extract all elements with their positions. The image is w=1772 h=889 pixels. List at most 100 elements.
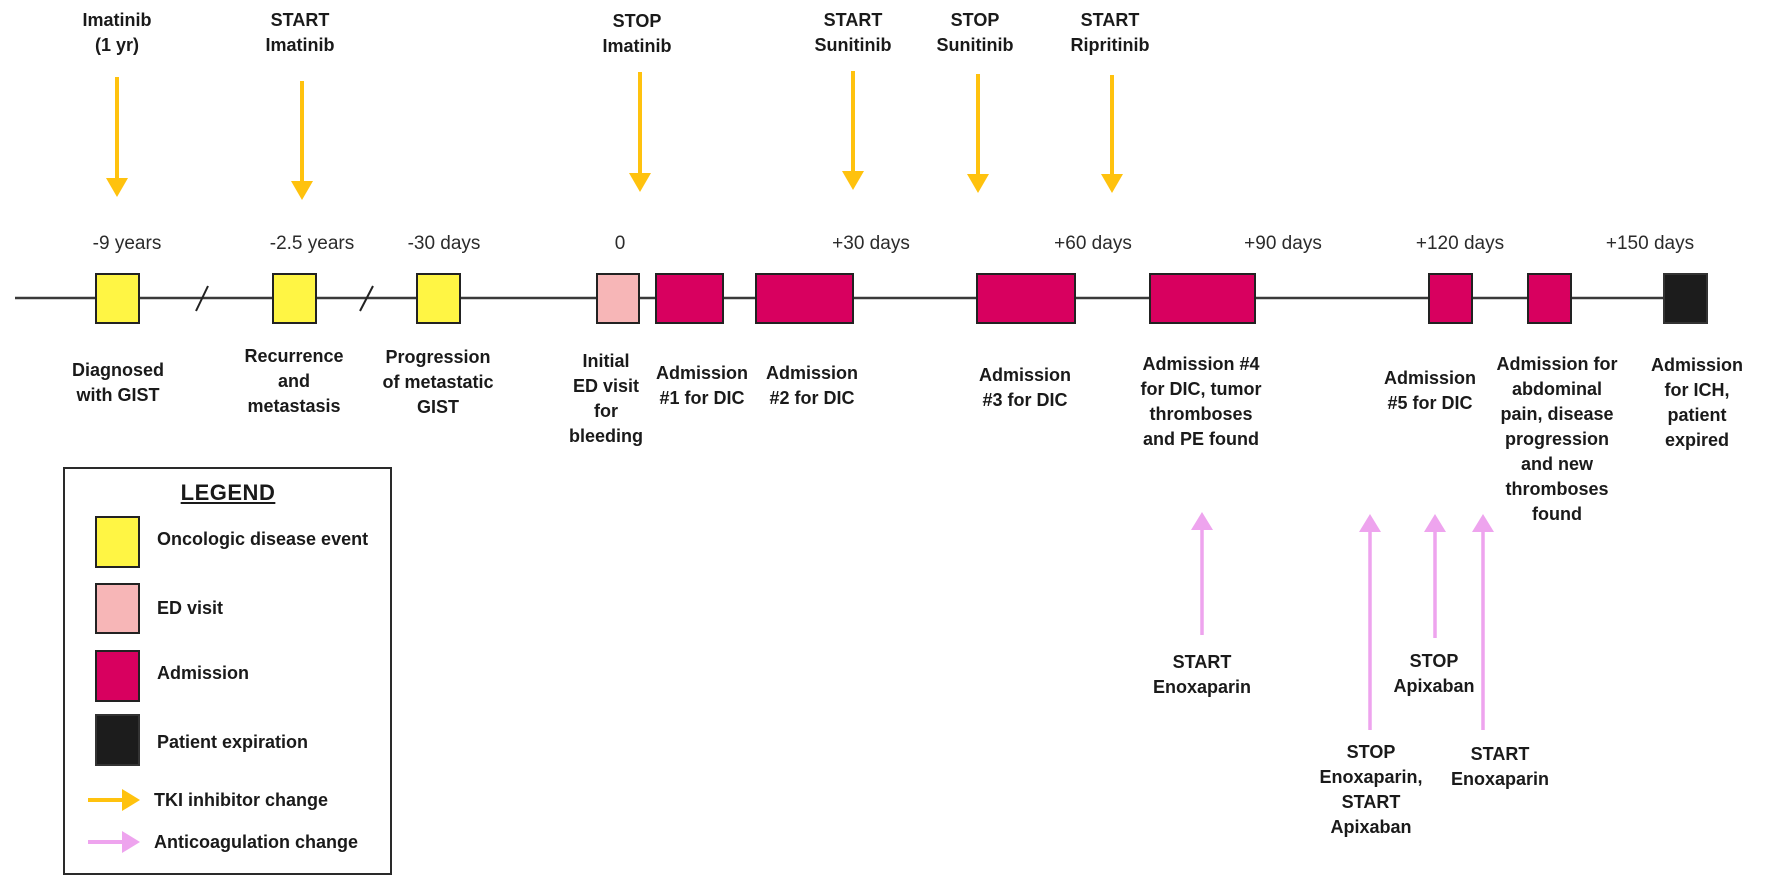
label-line: START (1470, 744, 1530, 764)
anticoag-arrow-up-icon (1359, 514, 1381, 730)
event-label: Admission #4 for DIC, tumor thromboses a… (1141, 352, 1262, 452)
time-tick-label: +30 days (832, 233, 910, 254)
label-line: found (1532, 504, 1582, 524)
time-tick-label: -9 years (92, 233, 162, 254)
label-line: Diagnosed (71, 360, 165, 380)
anticoag-change-label: STOP Apixaban (1393, 649, 1474, 699)
legend-swatch-admission (95, 650, 140, 702)
legend-anticoag-arrow-icon (88, 831, 140, 853)
tki-arrow-down-icon (1101, 75, 1123, 193)
event-label: Recurrence and metastasis (244, 344, 343, 419)
event-box-progression (416, 273, 461, 324)
label-line: Admission (1650, 355, 1744, 375)
tki-arrow-down-icon (967, 74, 989, 193)
label-line: Recurrence (244, 346, 344, 366)
label-line: and new (1520, 454, 1594, 474)
label-line: for ICH, (1664, 380, 1730, 400)
label-line: GIST (416, 397, 460, 417)
label-line: ED visit (572, 376, 640, 396)
event-box-diagnosed-gist (95, 273, 140, 324)
tki-change-label: START Imatinib (265, 8, 334, 58)
event-label: Initial ED visit for bleeding (569, 349, 643, 449)
tki-change-label: Imatinib (1 yr) (82, 8, 151, 58)
label-line: #5 for DIC (1387, 393, 1473, 413)
event-label: Progression of metastatic GIST (382, 345, 493, 420)
time-tick-label: 0 (614, 233, 626, 254)
legend-label-oncologic: Oncologic disease event (157, 529, 369, 549)
label-line: (1 yr) (94, 35, 140, 55)
time-tick-label: +150 days (1605, 233, 1695, 254)
label-line: abdominal (1511, 379, 1603, 399)
tki-arrow-down-icon (842, 71, 864, 190)
label-line: for (593, 401, 618, 421)
event-label: Admission #5 for DIC (1384, 366, 1476, 416)
legend (63, 467, 392, 875)
label-line: and (277, 371, 310, 391)
event-box-admission-2 (755, 273, 854, 324)
time-tick-label: -30 days (407, 233, 481, 254)
event-box-recurrence (272, 273, 317, 324)
label-line: thromboses (1505, 479, 1609, 499)
event-box-admission-5 (1428, 273, 1473, 324)
label-line: with GIST (76, 385, 160, 405)
label-line: Apixaban (1393, 676, 1475, 696)
label-line: and PE found (1143, 429, 1259, 449)
label-line: Ripritinib (1070, 35, 1150, 55)
label-line: Admission for (1496, 354, 1618, 374)
anticoag-change-label: START Enoxaparin (1451, 742, 1549, 792)
anticoag-arrow-up-icon (1424, 514, 1446, 638)
tki-change-label: STOP Imatinib (602, 9, 671, 59)
label-line: Imatinib (265, 35, 335, 55)
event-box-expiration (1663, 273, 1708, 324)
event-box-ed-visit (596, 273, 640, 324)
label-line: STOP (1346, 742, 1396, 762)
label-line: Admission (978, 365, 1072, 385)
event-box-admission-1 (655, 273, 724, 324)
label-line: Admission (655, 363, 749, 383)
tki-change-label: START Ripritinib (1071, 8, 1150, 58)
legend-label-ed-visit: ED visit (157, 598, 224, 618)
event-box-admission-abdominal (1527, 273, 1572, 324)
label-line: bleeding (568, 426, 644, 446)
event-label: Admission for ICH, patient expired (1651, 353, 1743, 453)
event-box-admission-4 (1149, 273, 1256, 324)
label-line: STOP (1409, 651, 1459, 671)
label-line: thromboses (1149, 404, 1253, 424)
legend-label-expiration: Patient expiration (157, 732, 309, 752)
label-line: Admission (765, 363, 859, 383)
event-box-admission-3 (976, 273, 1076, 324)
label-line: Enoxaparin, (1319, 767, 1423, 787)
event-label: Admission #2 for DIC (766, 361, 858, 411)
time-tick-label: +60 days (1054, 233, 1132, 254)
event-label: Admission for abdominal pain, disease pr… (1496, 352, 1617, 527)
label-line: Imatinib (602, 36, 672, 56)
label-line: START (823, 10, 883, 30)
label-line: Admission #4 (1142, 354, 1260, 374)
label-line: Apixaban (1330, 817, 1412, 837)
label-line: Progression (385, 347, 491, 367)
event-label: Admission #3 for DIC (979, 363, 1071, 413)
label-line: STOP (612, 11, 662, 31)
legend-tki-arrow-icon (88, 789, 140, 811)
anticoag-change-label: STOP Enoxaparin, START Apixaban (1319, 740, 1422, 840)
label-line: patient (1667, 405, 1727, 425)
time-tick-label: +90 days (1244, 233, 1322, 254)
label-line: START (1080, 10, 1140, 30)
tki-arrow-down-icon (629, 72, 651, 192)
label-line: STOP (950, 10, 1000, 30)
label-line: #1 for DIC (659, 388, 745, 408)
tki-change-label: START Sunitinib (815, 8, 892, 58)
anticoag-arrow-up-icon (1472, 514, 1494, 730)
tki-arrow-down-icon (106, 77, 128, 197)
label-line: START (1341, 792, 1401, 812)
legend-swatch-ed-visit (95, 583, 140, 634)
label-line: expired (1664, 430, 1730, 450)
label-line: Imatinib (82, 10, 152, 30)
legend-label-anticoag: Anticoagulation change (154, 832, 359, 852)
label-line: Sunitinib (814, 35, 892, 55)
legend-swatch-oncologic (95, 516, 140, 568)
tki-change-label: STOP Sunitinib (937, 8, 1014, 58)
label-line: Enoxaparin (1450, 769, 1550, 789)
